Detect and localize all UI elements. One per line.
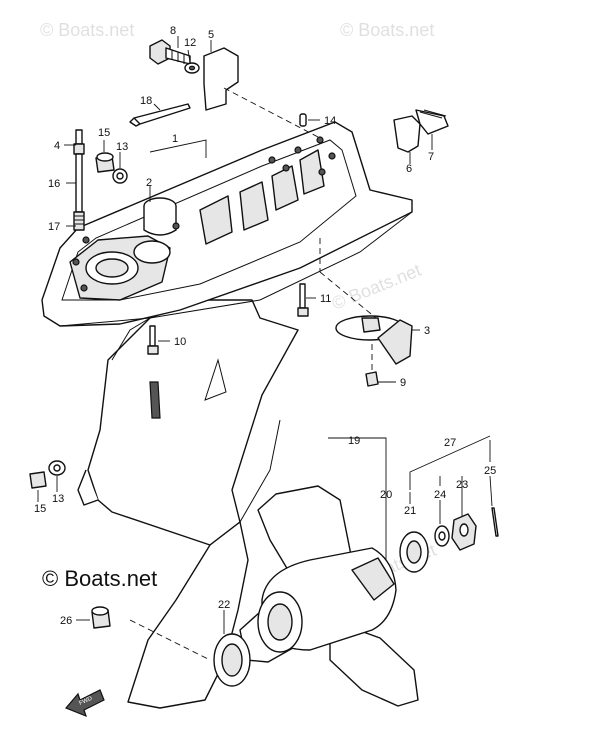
callout-13-top: 13 [116,141,128,153]
callout-24: 24 [434,489,446,501]
bolt-holes [72,136,336,292]
water-passage [133,240,171,264]
callout-15-lower: 15 [34,503,46,515]
leader-lines [37,36,493,634]
part-21-spacer [399,531,429,573]
mounting-rib-2 [239,181,269,231]
callout-2: 2 [146,177,152,189]
callout-23: 23 [456,479,468,491]
part-18-clip [129,103,191,127]
part-11-bolt [297,283,309,317]
driveshaft-bore-inner [95,258,129,278]
callout-17: 17 [48,221,60,233]
gear-case-nose [77,469,99,506]
plate-underside-line [59,211,413,327]
part-14-pin [299,113,307,127]
callout-6: 6 [406,163,412,175]
part-15-grommet-top [95,152,115,173]
part-10-bolt [147,325,159,355]
part-19-propeller [239,485,419,707]
callout-10: 10 [174,336,186,348]
part-7-seal [415,109,449,135]
callout-27: 27 [444,437,456,449]
part-8-bolt [149,39,191,65]
propeller-blade-right [329,619,419,707]
part-15-grommet-lower [29,471,47,489]
callout-3: 3 [424,325,430,337]
skeg-edge-line [111,317,281,523]
plate-inner-rim [61,139,357,301]
callout-labels: 8 12 5 18 4 15 13 1 2 16 17 14 6 7 11 10… [34,25,496,627]
mounting-rib-1 [199,195,233,245]
part-22-thrust-washer [213,633,251,687]
part-6-seal [393,115,421,153]
callout-5: 5 [208,29,214,41]
callout-25: 25 [484,465,496,477]
callout-15-top: 15 [98,127,110,139]
callout-7: 7 [428,151,434,163]
water-intake-slot [149,381,161,419]
callout-19: 19 [348,435,360,447]
part-9-bolt [365,371,379,387]
callout-26: 26 [60,615,72,627]
copyright-watermark: © Boats.net [42,566,157,591]
watermark-top-right: © Boats.net [340,20,434,40]
gear-case-lower-body [87,299,299,546]
callout-1: 1 [172,133,178,145]
callout-4: 4 [54,140,60,152]
callout-13-lower: 13 [52,493,64,505]
mounting-rib-4 [299,149,325,195]
gear-case [41,121,413,709]
part-3-trim-tab [335,315,413,365]
callout-16: 16 [48,178,60,190]
callout-8: 8 [170,25,176,37]
callout-14: 14 [324,115,336,127]
callout-18: 18 [140,95,152,107]
watermark-mid-right: © Boats.net [329,260,424,314]
water-tube-seal [143,206,177,236]
part-5-bracket [203,47,239,111]
callout-12: 12 [184,37,196,49]
callout-22: 22 [218,599,230,611]
callout-21: 21 [404,505,416,517]
propeller-hub-rear [351,557,395,601]
fwd-arrow: FWD [64,689,105,718]
assembly-dashed-lines [129,87,377,661]
fwd-label: FWD [78,696,94,707]
callout-11: 11 [320,293,331,305]
callout-20: 20 [380,489,392,501]
callout-9: 9 [400,377,406,389]
watermark-top-left: © Boats.net [40,20,134,40]
part-25-cotter-pin [491,507,499,537]
gear-case-contour [204,358,227,401]
